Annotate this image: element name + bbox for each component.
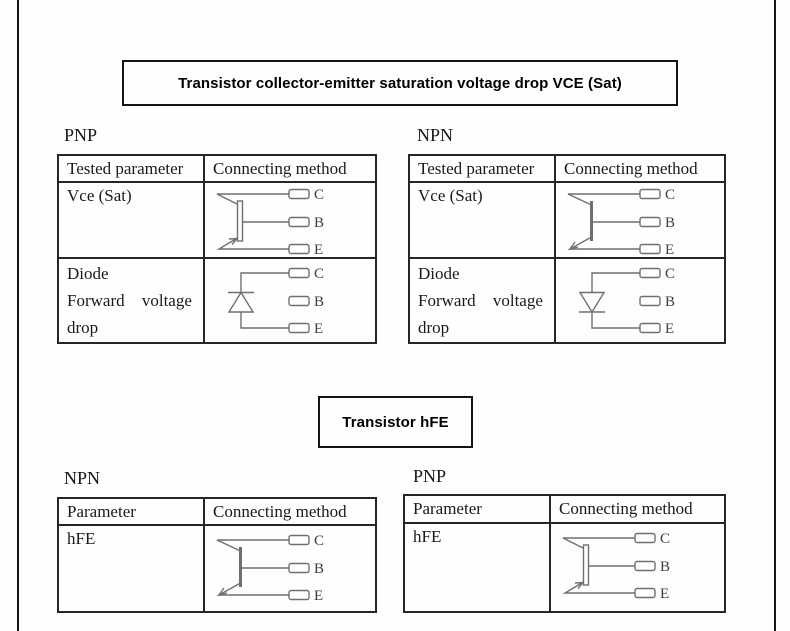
connecting-method-cell: C B E: [205, 259, 375, 342]
pnp-transistor-diagram: C B E: [216, 187, 324, 256]
parameter-line: drop: [67, 318, 99, 337]
column-header-connecting-method: Connecting method: [551, 496, 724, 524]
terminal-box-e: [639, 322, 661, 334]
terminal-box-c: [639, 267, 661, 279]
terminal-box-c: [288, 267, 310, 279]
terminal-box-c: [639, 188, 661, 200]
vce-pnp-table: Tested parameter Connecting method Vce (…: [57, 154, 377, 344]
pnp-arrow-icon: [574, 581, 585, 589]
page-border-left: [17, 0, 19, 631]
connecting-method-cell: C B E: [551, 524, 724, 611]
terminal-box-e: [634, 587, 656, 599]
terminal-box-b: [288, 562, 310, 574]
connecting-method-cell: C B E: [556, 259, 724, 342]
collector-wire: [562, 537, 635, 550]
terminal-label-c: C: [665, 187, 675, 203]
vce-npn-table: Tested parameter Connecting method Vce (…: [408, 154, 726, 344]
terminal-box-e: [288, 589, 310, 601]
terminal-label-e: E: [314, 321, 323, 335]
collector-wire: [567, 193, 640, 206]
terminal-label-c: C: [314, 533, 324, 549]
parameter-cell-hfe: hFE: [59, 526, 205, 611]
emitter-wire: [216, 582, 289, 596]
terminal-box-c: [288, 188, 310, 200]
table-type-label-npn: NPN: [64, 468, 101, 488]
terminal-label-c: C: [314, 266, 324, 282]
npn-arrow-icon: [568, 241, 579, 251]
terminal-box-c: [288, 534, 310, 546]
terminal-label-b: B: [314, 561, 324, 577]
terminal-label-e: E: [660, 586, 669, 600]
emitter-wire: [562, 580, 635, 594]
terminal-box-e: [639, 243, 661, 255]
terminal-box-b: [288, 295, 310, 307]
terminal-label-e: E: [665, 321, 674, 335]
diode-diagram-cathode-c: C B E: [227, 266, 324, 335]
emitter-wire: [567, 236, 640, 250]
hfe-pnp-table: Parameter Connecting method hFE C B E: [403, 494, 726, 613]
terminal-label-e: E: [665, 242, 674, 256]
terminal-box-e: [288, 243, 310, 255]
collector-wire: [216, 539, 289, 552]
terminal-label-c: C: [660, 531, 670, 547]
base-bar: [582, 544, 590, 586]
diode-diagram-cathode-e: C B E: [578, 266, 675, 335]
terminal-label-b: B: [660, 559, 670, 575]
terminal-label-c: C: [665, 266, 675, 282]
pnp-transistor-diagram: C B E: [562, 531, 670, 600]
parameter-cell-diode-drop: Diode Forward voltage drop: [410, 259, 556, 342]
pnp-arrow-icon: [228, 237, 239, 245]
terminal-box-b: [639, 216, 661, 228]
terminal-box-b: [288, 216, 310, 228]
table-type-label-npn: NPN: [417, 125, 454, 145]
parameter-cell-vce-sat: Vce (Sat): [410, 183, 556, 259]
base-bar: [236, 200, 244, 242]
table-type-label-pnp: PNP: [64, 125, 98, 145]
parameter-line: Forward voltage: [67, 291, 192, 310]
emitter-wire: [216, 236, 289, 250]
page-border-right: [774, 0, 776, 631]
terminal-box-b: [639, 295, 661, 307]
column-header-tested-parameter: Tested parameter: [59, 156, 205, 183]
hfe-title-box: Transistor hFE: [318, 396, 473, 448]
column-header-connecting-method: Connecting method: [205, 156, 375, 183]
column-header-parameter: Parameter: [405, 496, 551, 524]
terminal-label-e: E: [314, 242, 323, 256]
vce-sat-title-box: Transistor collector-emitter saturation …: [122, 60, 678, 106]
terminal-label-c: C: [314, 187, 324, 203]
vce-sat-title-text: Transistor collector-emitter saturation …: [178, 74, 622, 92]
diode-triangle-icon: [227, 291, 255, 313]
terminal-box-b: [634, 560, 656, 572]
column-header-connecting-method: Connecting method: [205, 499, 375, 526]
terminal-label-b: B: [665, 294, 675, 310]
hfe-npn-table: Parameter Connecting method hFE C B E: [57, 497, 377, 613]
terminal-label-b: B: [314, 215, 324, 231]
table-type-label-pnp: PNP: [413, 466, 447, 486]
diode-triangle-icon: [578, 291, 606, 314]
terminal-label-b: B: [314, 294, 324, 310]
column-header-tested-parameter: Tested parameter: [410, 156, 556, 183]
parameter-line: Diode: [418, 264, 460, 283]
parameter-cell-vce-sat: Vce (Sat): [59, 183, 205, 259]
connecting-method-cell: C B E: [556, 183, 724, 259]
collector-wire: [216, 193, 289, 206]
column-header-connecting-method: Connecting method: [556, 156, 724, 183]
parameter-line: Forward voltage: [418, 291, 543, 310]
npn-arrow-icon: [217, 587, 228, 597]
terminal-label-e: E: [314, 588, 323, 602]
parameter-cell-diode-drop: Diode Forward voltage drop: [59, 259, 205, 342]
hfe-title-text: Transistor hFE: [342, 413, 449, 431]
connecting-method-cell: C B E: [205, 526, 375, 611]
terminal-label-b: B: [665, 215, 675, 231]
terminal-box-e: [288, 322, 310, 334]
npn-transistor-diagram: C B E: [567, 187, 675, 256]
diode-wire: [240, 272, 289, 329]
column-header-parameter: Parameter: [59, 499, 205, 526]
terminal-box-c: [634, 532, 656, 544]
parameter-line: drop: [418, 318, 450, 337]
parameter-cell-hfe: hFE: [405, 524, 551, 611]
parameter-line: Diode: [67, 264, 109, 283]
npn-transistor-diagram: C B E: [216, 533, 324, 602]
connecting-method-cell: C B E: [205, 183, 375, 259]
